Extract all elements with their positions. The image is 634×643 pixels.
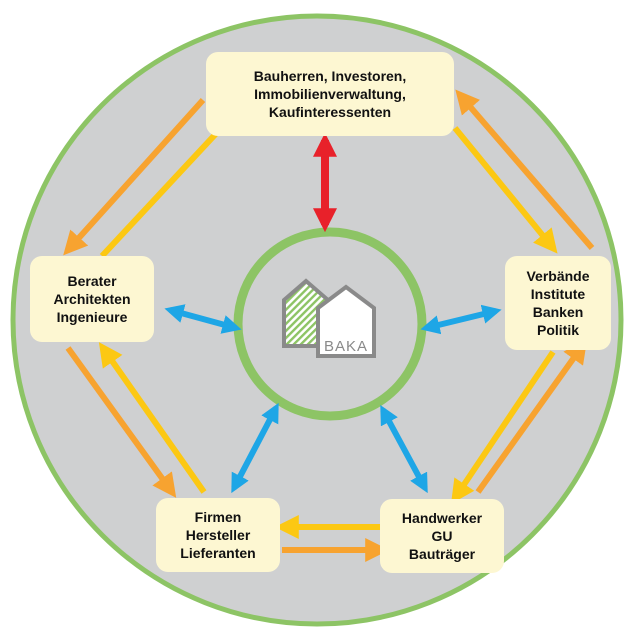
node-associations-line-1: Verbände [526,268,590,284]
node-suppliers-line-1: Firmen [194,509,242,525]
node-associations-line-2: Institute [530,286,586,302]
arrow-consultants-center [164,304,242,334]
node-associations-line-3: Banken [532,304,584,320]
node-suppliers-line-2: Hersteller [185,527,251,543]
arrow-associations-center [420,304,502,335]
node-suppliers: Firmen Hersteller Lieferanten [156,498,280,572]
node-associations-line-4: Politik [536,322,579,338]
arrow-investors-to-consultants [63,97,206,256]
node-consultants: Berater Architekten Ingenieure [30,256,154,342]
arrow-associations-to-investors [455,89,595,250]
node-consultants-line-3: Ingenieure [56,309,128,325]
node-associations: Verbände Institute Banken Politik [505,256,611,350]
node-contractors-line-2: GU [431,528,453,544]
node-investors-line-1: Bauherren, Investoren, [253,68,407,84]
node-consultants-line-1: Berater [67,273,117,289]
arrow-investors-to-associations [452,126,558,254]
arrow-suppliers-center [231,402,279,494]
baka-logo: BAKA [282,278,376,358]
node-investors-line-3: Kaufinteressenten [268,104,392,120]
logo-text: BAKA [324,338,368,355]
flow-arrows [63,89,595,562]
arrow-suppliers-to-consultants [98,342,207,494]
house-icon-front [316,284,376,358]
node-investors-line-2: Immobilienverwaltung, [254,86,406,102]
arrow-contractors-to-associations [475,339,588,494]
node-contractors-line-1: Handwerker [401,510,483,526]
node-consultants-line-2: Architekten [53,291,131,307]
arrow-associations-to-contractors [450,350,556,504]
node-investors: Bauherren, Investoren, Immobilienverwalt… [206,52,454,136]
node-contractors: Handwerker GU Bauträger [380,499,504,573]
center-arrows [164,304,502,494]
arrow-contractors-center [380,404,428,494]
arrow-consultants-to-suppliers [65,346,177,498]
node-suppliers-line-3: Lieferanten [180,545,256,561]
node-contractors-line-3: Bauträger [408,546,476,562]
